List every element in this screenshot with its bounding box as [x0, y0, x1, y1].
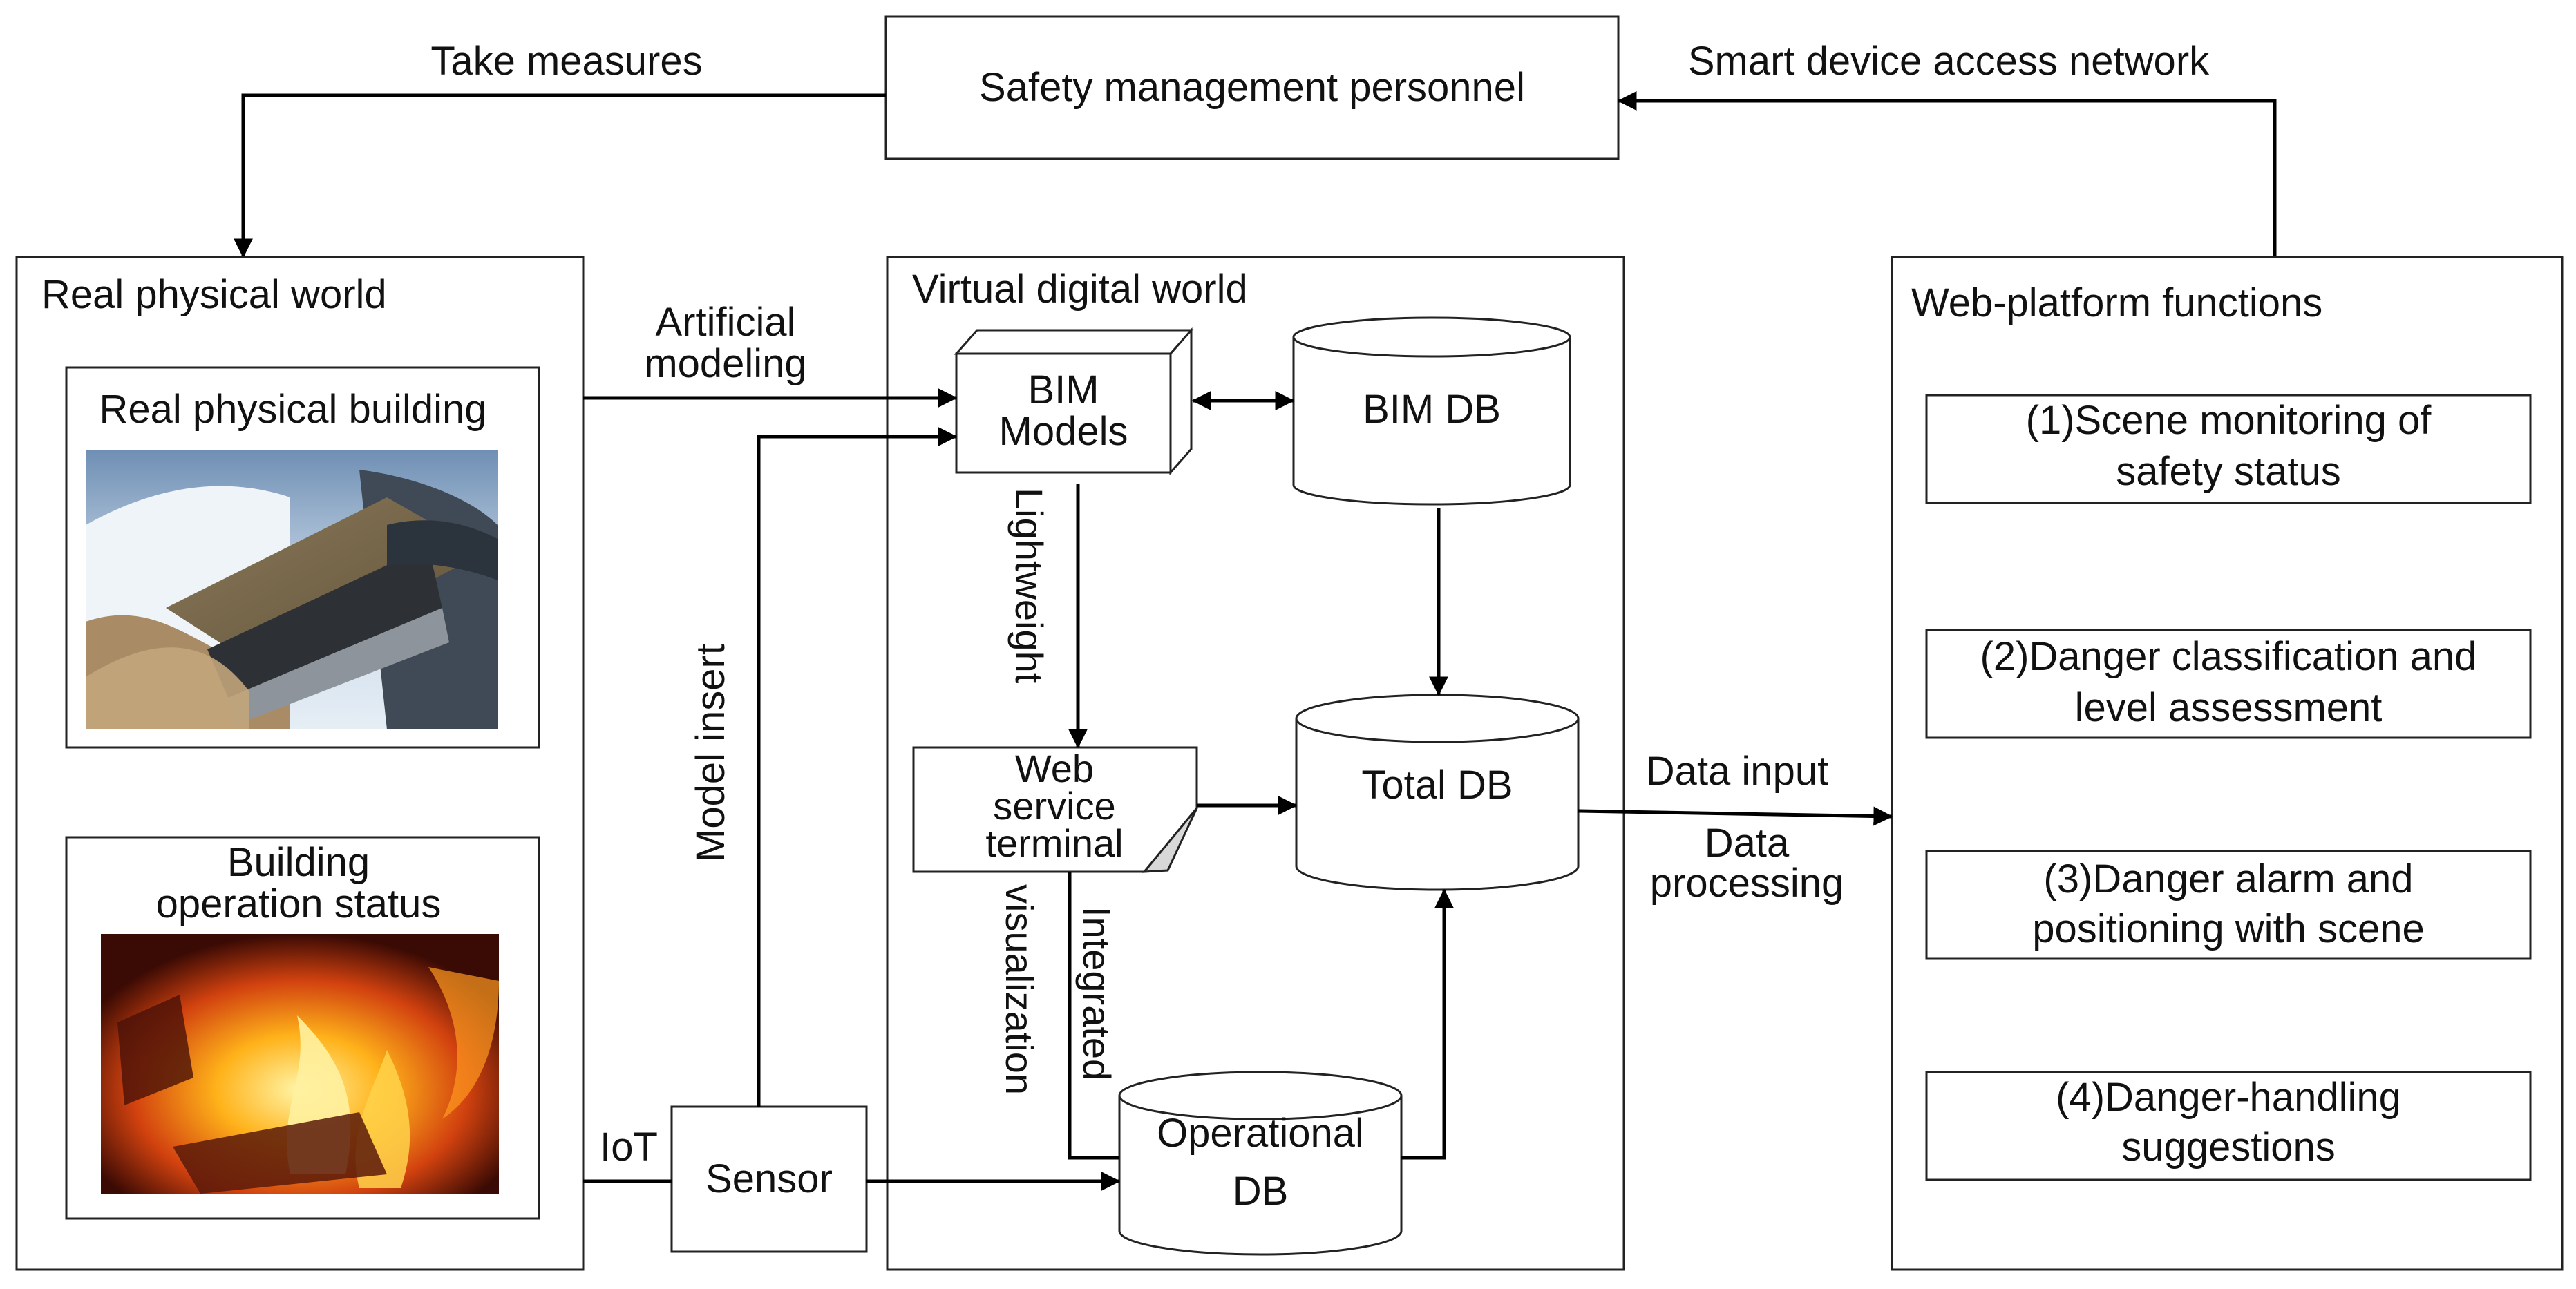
- function-4-label-2: suggestions: [2121, 1125, 2336, 1169]
- function-1-box: (1)Scene monitoring of safety status: [1925, 394, 2532, 504]
- edge-label-data-input: Data input: [1646, 749, 1828, 794]
- web-platform-panel: Web-platform functions (1)Scene monitori…: [1891, 256, 2564, 1271]
- edge-opdb-totaldb: [1401, 888, 1454, 1160]
- function-1-label-1: (1)Scene monitoring of: [2026, 398, 2432, 443]
- edge-label-iot: IoT: [600, 1125, 658, 1169]
- fire-photo: [101, 934, 499, 1194]
- web-terminal-node: Web service terminal: [912, 746, 1198, 873]
- virtual-world-label: Virtual digital world: [912, 267, 1248, 312]
- web-terminal-label-3: terminal: [985, 821, 1123, 865]
- edge-label-data-processing-1: Data: [1705, 821, 1790, 866]
- bim-db-label: BIM DB: [1363, 387, 1501, 432]
- real-building-box: Real physical building: [65, 366, 540, 749]
- edge-take-measures: [234, 93, 886, 258]
- total-db-node: Total DB: [1295, 694, 1580, 891]
- operational-db-node: Operational DB: [1118, 1071, 1403, 1256]
- edge-label-data-processing-2: processing: [1650, 861, 1844, 906]
- edge-label-lightweight: Lightweight: [1007, 488, 1051, 684]
- real-world-label: Real physical world: [41, 272, 387, 317]
- function-4-box: (4)Danger-handling suggestions: [1925, 1071, 2532, 1181]
- edge-label-smart-device: Smart device access network: [1688, 39, 2210, 84]
- sensor-node: Sensor: [670, 1105, 868, 1253]
- real-building-label: Real physical building: [100, 387, 487, 432]
- function-3-label-1: (3)Danger alarm and: [2043, 857, 2413, 901]
- edge-label-integrated: Integrated: [1075, 906, 1119, 1080]
- safety-personnel-box: Safety management personnel: [884, 15, 1620, 160]
- function-4-label-1: (4)Danger-handling: [2056, 1075, 2401, 1120]
- web-platform-label: Web-platform functions: [1911, 280, 2322, 325]
- operational-db-label-1: Operational: [1157, 1111, 1364, 1156]
- building-status-box: Building operation status: [65, 836, 540, 1220]
- edge-label-artificial-1: Artificial: [655, 300, 795, 345]
- edge-data-input: [1578, 806, 1893, 826]
- edge-label-take-measures: Take measures: [430, 39, 702, 84]
- function-2-label-2: level assessment: [2075, 685, 2383, 730]
- real-world-panel: Real physical world Real physical buildi…: [15, 256, 585, 1271]
- edge-label-artificial-2: modeling: [644, 341, 806, 386]
- bim-models-node: BIM Models: [954, 327, 1194, 475]
- function-1-label-2: safety status: [2116, 449, 2341, 494]
- building-status-label-1: Building: [227, 840, 370, 885]
- building-photo: [86, 450, 498, 729]
- total-db-label: Total DB: [1361, 763, 1513, 808]
- edge-smart-device: [1617, 91, 2277, 257]
- building-status-label-2: operation status: [156, 881, 442, 926]
- bim-models-label-2: Models: [999, 409, 1128, 454]
- edge-label-visualization: visualization: [998, 884, 1041, 1095]
- function-3-box: (3)Danger alarm and positioning with sce…: [1925, 850, 2532, 960]
- bim-db-node: BIM DB: [1292, 316, 1571, 506]
- web-terminal-label-2: service: [993, 784, 1115, 828]
- edge-integrated-visualization: [1068, 872, 1119, 1160]
- operational-db-label-2: DB: [1233, 1169, 1289, 1214]
- bim-models-label-1: BIM: [1027, 367, 1099, 412]
- web-terminal-label-1: Web: [1015, 747, 1094, 790]
- edge-label-model-insert: Model insert: [688, 644, 733, 862]
- function-2-box: (2)Danger classification and level asses…: [1925, 629, 2532, 739]
- function-3-label-2: positioning with scene: [2032, 906, 2424, 951]
- function-2-label-1: (2)Danger classification and: [1980, 634, 2477, 679]
- edge-model-insert: [757, 427, 958, 1107]
- safety-personnel-label: Safety management personnel: [979, 65, 1525, 110]
- sensor-label: Sensor: [705, 1156, 833, 1201]
